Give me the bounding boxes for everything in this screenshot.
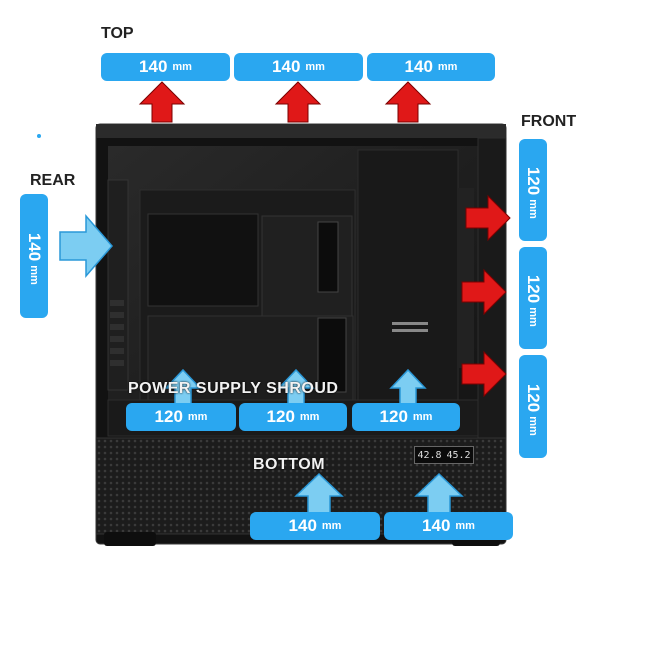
fan-unit: mm	[187, 411, 208, 423]
fan-size: 120	[524, 166, 543, 196]
temperature-right: 45.2	[446, 449, 471, 461]
fan-size: 140	[272, 57, 301, 76]
bottom-fan-2-pill: 140 mm	[384, 512, 513, 540]
bottom-label: BOTTOM	[253, 456, 326, 473]
fan-size: 120	[154, 407, 183, 426]
fan-unit: mm	[172, 61, 192, 73]
rear-panel	[107, 179, 129, 391]
fan-unit: mm	[305, 61, 325, 73]
grommet	[317, 221, 339, 293]
fan-unit: mm	[455, 520, 475, 532]
fan-unit: mm	[321, 520, 342, 532]
fan-size: 140	[288, 516, 317, 535]
grommet	[317, 317, 347, 393]
fan-size: 140	[139, 57, 168, 76]
fan-size: 120	[524, 274, 543, 304]
fan-size: 140	[404, 57, 433, 76]
fan-unit: mm	[437, 61, 458, 73]
top-fan-1-pill: 140 mm	[101, 53, 230, 81]
front-fan-3-pill: 120 mm	[519, 355, 547, 458]
rear-intake-arrow	[59, 213, 113, 279]
rear-label: REAR	[30, 172, 76, 189]
fan-unit: mm	[412, 411, 433, 423]
fan-size: 120	[266, 407, 295, 426]
fan-size: 140	[422, 516, 451, 535]
temperature-display: 42.8 45.2	[414, 446, 474, 464]
front-fan-1-pill: 120 mm	[519, 139, 547, 241]
fan-unit: mm	[527, 199, 539, 219]
fan-size: 120	[379, 407, 408, 426]
pci-slots	[110, 300, 124, 366]
case-foot	[104, 532, 156, 546]
psu-fan-2-pill: 120 mm	[239, 403, 347, 431]
temperature-left: 42.8	[417, 449, 442, 461]
tray-slot	[392, 329, 428, 332]
cpu-cutout	[147, 213, 259, 307]
top-exhaust-arrows	[138, 81, 432, 123]
fan-unit: mm	[527, 415, 539, 436]
marker-dot	[37, 134, 41, 138]
front-fan-2-pill: 120 mm	[519, 247, 547, 349]
psu-shroud-label: POWER SUPPLY SHROUD	[128, 380, 339, 397]
top-label: TOP	[101, 25, 134, 42]
bottom-fan-1-pill: 140 mm	[250, 512, 380, 540]
top-fan-2-pill: 140 mm	[234, 53, 363, 81]
tray-slot	[392, 322, 428, 325]
psu-fan-3-pill: 120 mm	[352, 403, 460, 431]
rear-fan-pill: 140 mm	[20, 194, 48, 318]
front-label: FRONT	[521, 113, 577, 130]
bottom-intake-arrows	[294, 472, 464, 515]
front-fan-bracket	[458, 188, 474, 368]
fan-unit: mm	[527, 307, 539, 327]
fan-unit: mm	[299, 411, 320, 423]
front-exhaust-arrows	[461, 194, 511, 398]
fan-size: 120	[524, 383, 543, 412]
psu-intake-arrows	[164, 368, 427, 405]
fan-unit: mm	[28, 265, 40, 285]
psu-fan-1-pill: 120 mm	[126, 403, 236, 431]
top-fan-3-pill: 140 mm	[367, 53, 495, 81]
case-top-bar	[96, 124, 506, 138]
fan-size: 140	[25, 232, 44, 262]
